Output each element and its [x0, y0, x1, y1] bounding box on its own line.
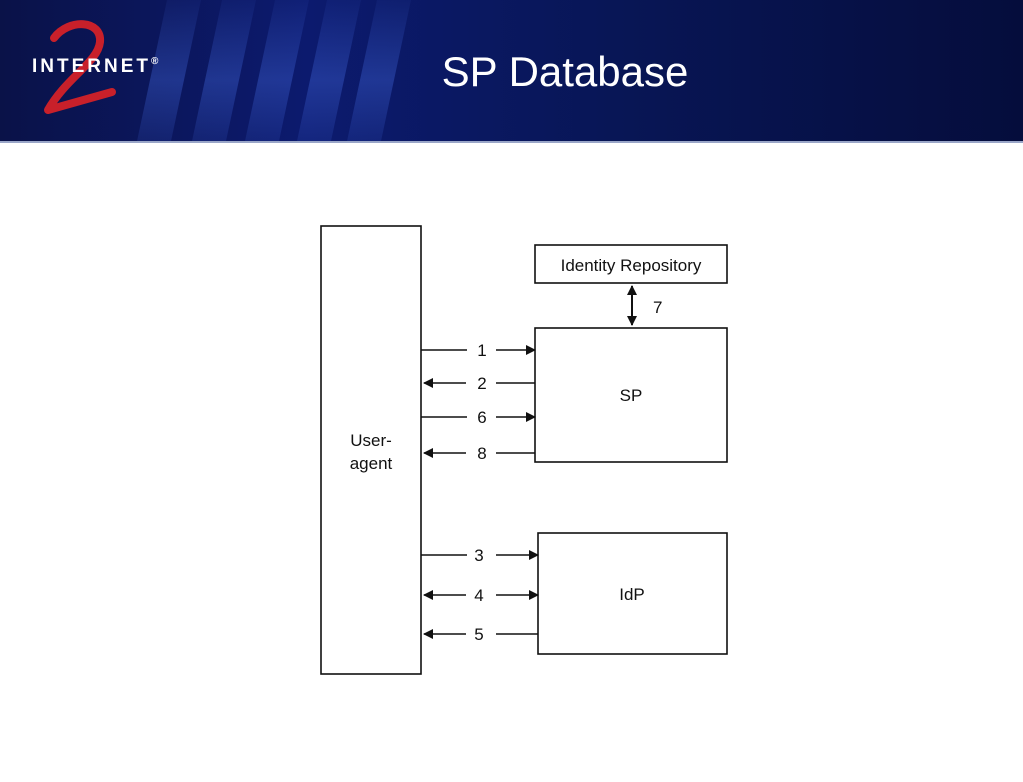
- sp-node: SP: [534, 327, 728, 463]
- internet2-logo-mark: [44, 20, 116, 114]
- sp-label: SP: [620, 386, 643, 405]
- slide-header: INTERNET® SP Database: [0, 0, 1023, 143]
- slide-title: SP Database: [441, 48, 689, 95]
- user-agent-label-line1: User-: [350, 431, 392, 450]
- link-5: 5: [423, 625, 538, 644]
- link-3-label: 3: [474, 546, 483, 565]
- header-divider: [0, 141, 1023, 143]
- logo-text: INTERNET®: [32, 56, 162, 77]
- user-agent-label-line2: agent: [350, 454, 393, 473]
- identity-repository-node: Identity Repository: [534, 244, 728, 284]
- link-4: 4: [423, 586, 539, 605]
- link-4-label: 4: [474, 586, 483, 605]
- link-5-label: 5: [474, 625, 483, 644]
- idp-label: IdP: [619, 585, 645, 604]
- link-3: 3: [421, 546, 539, 565]
- link-7-label: 7: [653, 298, 662, 317]
- idp-node: IdP: [537, 532, 728, 655]
- link-2-label: 2: [477, 374, 486, 393]
- link-2: 2: [423, 374, 535, 393]
- link-8: 8: [423, 444, 535, 463]
- user-agent-node: User- agent: [320, 225, 422, 675]
- link-1-label: 1: [477, 341, 486, 360]
- link-7: 7: [627, 285, 662, 326]
- link-6-label: 6: [477, 408, 486, 427]
- link-8-label: 8: [477, 444, 486, 463]
- identity-repository-label: Identity Repository: [561, 256, 702, 275]
- internet2-logo: INTERNET®: [14, 16, 164, 120]
- link-1: 1: [421, 341, 536, 360]
- link-6: 6: [421, 408, 536, 427]
